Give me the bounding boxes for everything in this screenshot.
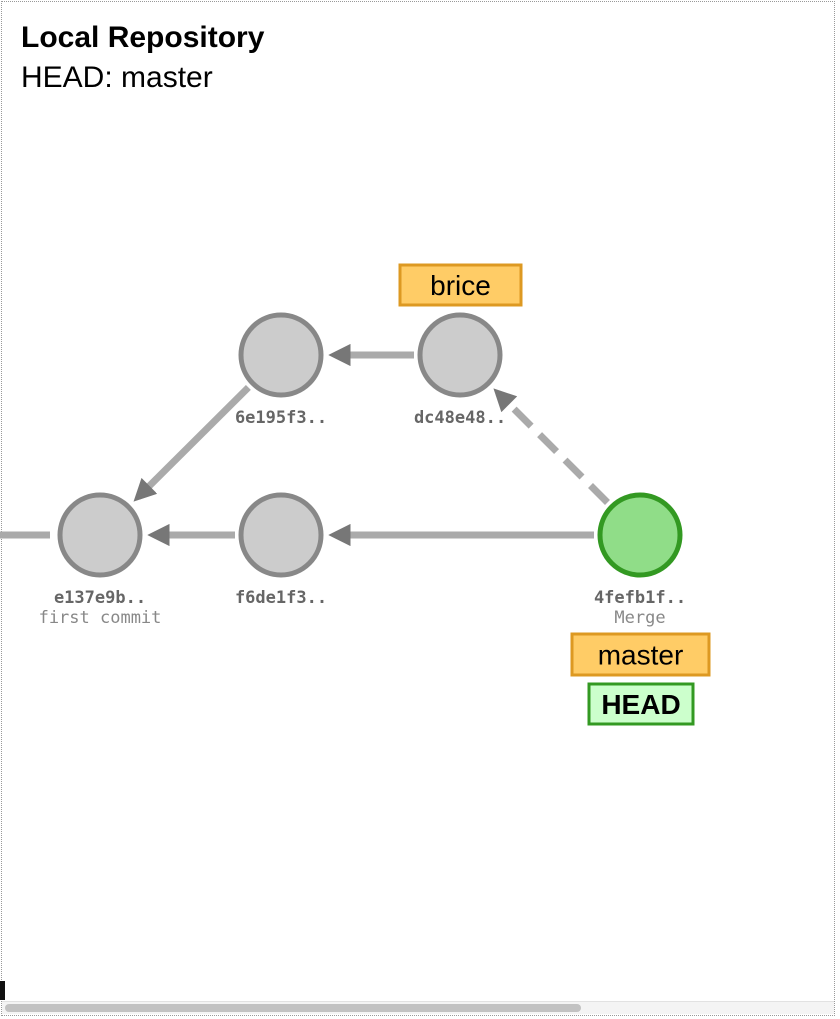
branch-label-master[interactable] — [570, 632, 711, 677]
head-status: HEAD: master — [21, 61, 213, 94]
branch-name-brice: brice — [430, 270, 491, 301]
scroll-edge-marker — [0, 981, 5, 1000]
head-tag[interactable] — [587, 682, 695, 726]
commit-node-f6de1f3[interactable] — [238, 492, 324, 578]
commit-message-4fefb1f: Merge — [614, 608, 665, 628]
commit-message-e137e9b: first commit — [39, 608, 162, 628]
commit-sha-dc48e48: dc48e48.. — [414, 408, 506, 428]
horizontal-scrollbar-thumb[interactable] — [5, 1004, 581, 1012]
edge-4fefb1f-to-dc48e48 — [493, 388, 610, 505]
commit-sha-4fefb1f: 4fefb1f.. — [594, 588, 686, 608]
commit-node-4fefb1f[interactable] — [597, 492, 683, 578]
commit-sha-f6de1f3: f6de1f3.. — [235, 588, 327, 608]
edge-6e195f3-to-e137e9b — [133, 384, 251, 502]
branch-label-brice[interactable] — [398, 263, 523, 307]
commit-sha-e137e9b: e137e9b.. — [54, 588, 146, 608]
commit-node-dc48e48[interactable] — [417, 312, 503, 398]
commit-node-6e195f3[interactable] — [238, 312, 324, 398]
head-tag-label: HEAD — [601, 689, 680, 720]
commit-sha-6e195f3: 6e195f3.. — [235, 408, 327, 428]
page-title: Local Repository — [21, 21, 265, 54]
branch-name-master: master — [598, 640, 684, 671]
commit-node-e137e9b[interactable] — [57, 492, 143, 578]
